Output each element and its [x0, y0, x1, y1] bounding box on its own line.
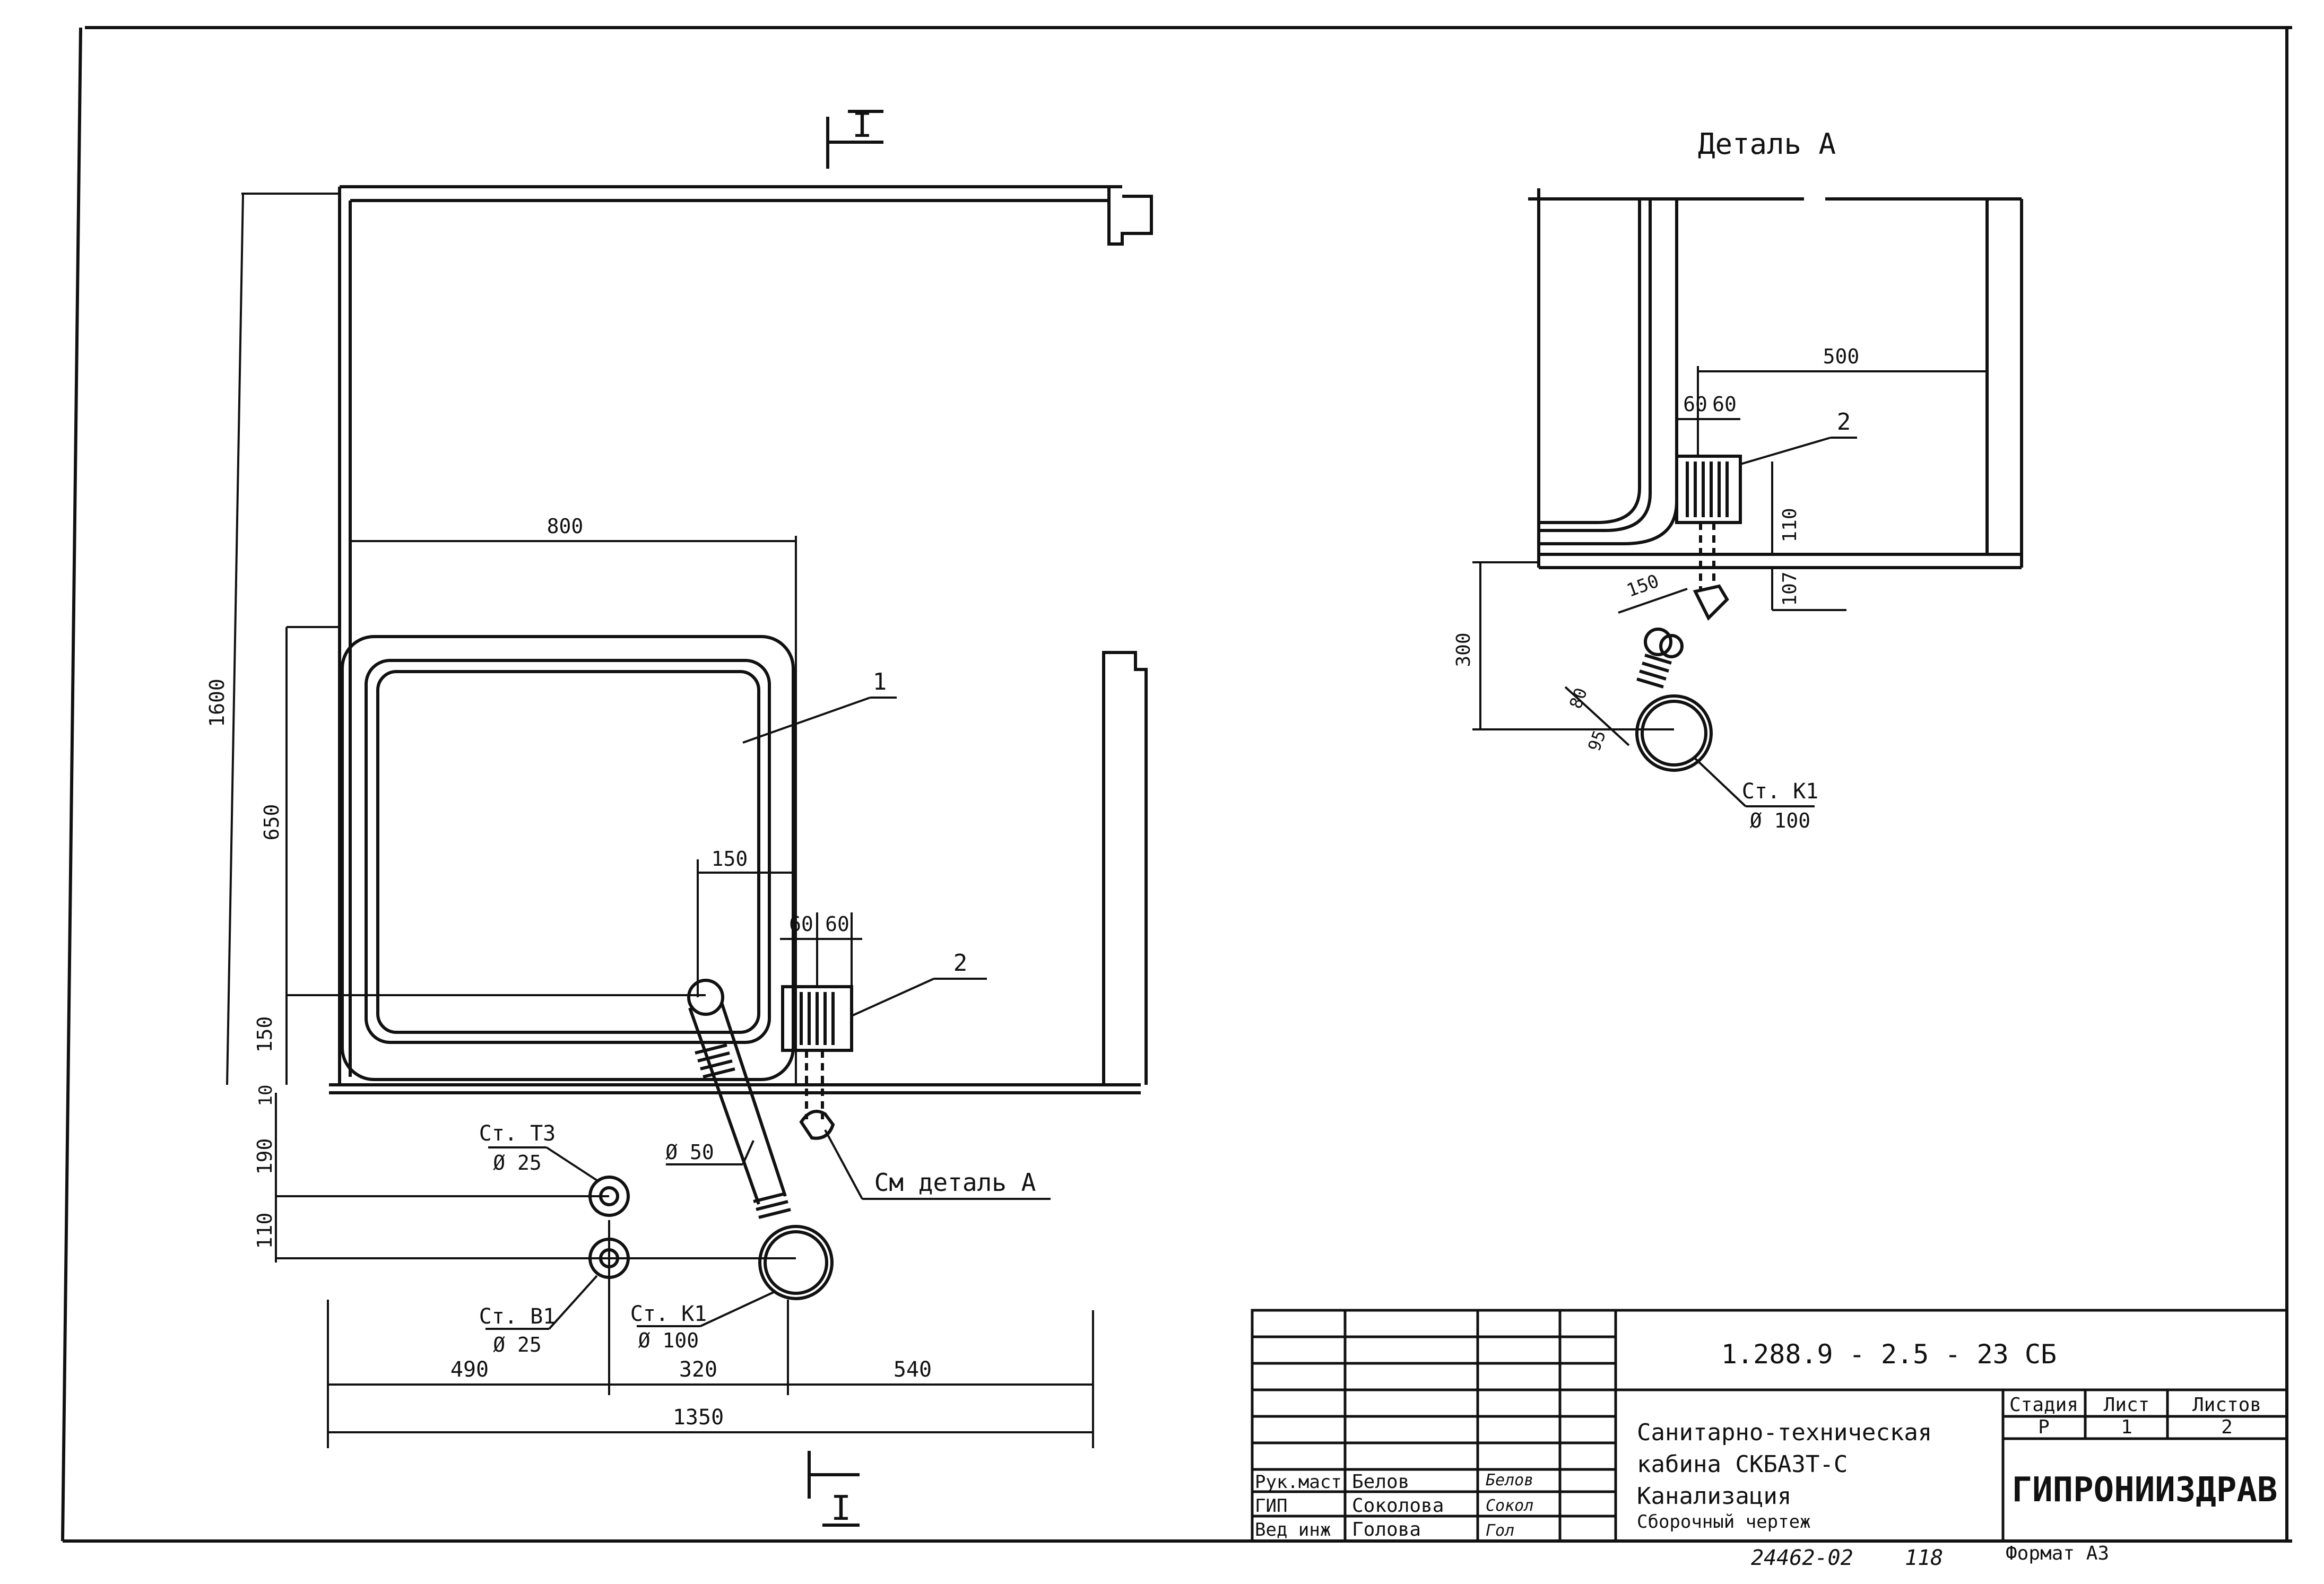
- title-block-grid: [1251, 1309, 2288, 1543]
- detail-dim-500: 500: [1823, 345, 1860, 368]
- riser-t3-name: Ст. Т3: [479, 1121, 556, 1146]
- dim-60-a: 60: [789, 912, 813, 936]
- dim-60-b: 60: [825, 912, 849, 936]
- section-marker-top: [826, 110, 883, 169]
- sheet-value: 1: [2121, 1416, 2132, 1438]
- sheets-header: Листов: [2192, 1394, 2261, 1416]
- callout-1: 1: [873, 668, 887, 695]
- organization-name: ГИПРОНИИЗДРАВ: [2012, 1470, 2278, 1510]
- stage-header: Стадия: [2009, 1394, 2078, 1416]
- stage-value: Р: [2038, 1416, 2050, 1438]
- detail-ref-leader: [824, 1129, 1051, 1200]
- riser-k1-label: Ст. К1 Ø 100: [630, 1291, 775, 1352]
- cabin-walls: [329, 185, 1153, 1094]
- shower-tray: [341, 635, 795, 1081]
- dim-10: 10: [255, 1085, 276, 1107]
- detail-drain: [1635, 455, 1742, 772]
- section-marker-bottom: [808, 1451, 860, 1527]
- title-line-1: Санитарно-техническая: [1637, 1419, 1932, 1446]
- riser-t3-size: Ø 25: [493, 1151, 542, 1174]
- dim-540: 540: [894, 1357, 932, 1382]
- pipe-50: [687, 979, 791, 1219]
- doc-code: 1.288.9 - 2.5 - 23 СБ: [1721, 1339, 2057, 1370]
- dim-1600: 1600: [205, 678, 229, 727]
- sheet-frame: [61, 26, 2292, 1543]
- detail-riser-size: Ø 100: [1750, 809, 1810, 832]
- detail-riser-name: Ст. К1: [1742, 779, 1819, 804]
- detail-dim-300: 300: [1453, 632, 1475, 667]
- detail-dim-60-b: 60: [1712, 393, 1737, 416]
- riser-t3-label: Ст. Т3 Ø 25: [479, 1121, 598, 1181]
- dim-1350: 1350: [673, 1405, 724, 1430]
- plan-dimension-lines: [226, 193, 1094, 1448]
- title-line-3: Канализация: [1637, 1483, 1791, 1510]
- dim-190: 190: [253, 1138, 276, 1175]
- dim-490: 490: [450, 1357, 489, 1382]
- section-label-bottom: I: [831, 1489, 852, 1528]
- dim-150-horiz: 150: [712, 847, 748, 871]
- staff-role-3: Вед инж: [1255, 1519, 1331, 1541]
- dim-800: 800: [547, 515, 584, 538]
- detail-dim-110: 110: [1779, 508, 1801, 542]
- section-label-top: I: [852, 106, 873, 145]
- staff-name-2: Соколова: [1352, 1495, 1444, 1517]
- format-label: Формат А3: [2006, 1543, 2109, 1564]
- dim-650: 650: [260, 804, 283, 841]
- staff-sign-3: Гол: [1486, 1521, 1514, 1540]
- staff-role-2: ГИП: [1255, 1495, 1287, 1517]
- dim-320: 320: [679, 1357, 717, 1382]
- detail-walls: [1528, 188, 2023, 569]
- inventory-number: 24462-02: [1751, 1546, 1853, 1570]
- staff-name-1: Белов: [1352, 1471, 1409, 1493]
- riser-b1-label: Ст. В1 Ø 25: [479, 1275, 598, 1356]
- callout-leader-2: [851, 978, 987, 1017]
- detail-dim-150: 150: [1624, 570, 1662, 602]
- detail-dimension-lines: [1472, 366, 1987, 807]
- inventory-page: 118: [1905, 1546, 1943, 1570]
- title-line-4: Сборочный чертеж: [1637, 1511, 1811, 1533]
- riser-b1-size: Ø 25: [493, 1333, 542, 1356]
- staff-sign-1: Белов: [1486, 1471, 1533, 1490]
- dim-150-vert: 150: [253, 1016, 276, 1053]
- detail-callout-2: 2: [1837, 408, 1851, 436]
- title-line-2: кабина СКБА3Т-С: [1637, 1451, 1848, 1478]
- detail-dim-60-a: 60: [1683, 393, 1707, 416]
- riser-b1-name: Ст. В1: [479, 1304, 556, 1329]
- pipe-50-leader: [666, 1140, 755, 1165]
- riser-k1-name: Ст. К1: [630, 1302, 707, 1326]
- staff-role-1: Рук.маст: [1255, 1472, 1342, 1493]
- detail-dim-107: 107: [1779, 571, 1801, 606]
- detail-ref-label: См деталь А: [874, 1168, 1036, 1197]
- riser-k1-size: Ø 100: [638, 1329, 699, 1352]
- floor-drain: [781, 985, 853, 1140]
- pipe-50-label: Ø 50: [665, 1141, 714, 1164]
- riser-k1: [758, 1225, 834, 1300]
- sheet-header: Лист: [2104, 1394, 2150, 1416]
- staff-sign-2: Сокол: [1486, 1496, 1533, 1515]
- staff-name-3: Голова: [1352, 1519, 1421, 1541]
- sheets-value: 2: [2221, 1416, 2233, 1438]
- callout-leader-1: [742, 697, 897, 744]
- detail-dim-95: 95: [1584, 728, 1610, 754]
- callout-2: 2: [953, 950, 968, 977]
- detail-title: Деталь А: [1698, 127, 1836, 161]
- dim-110: 110: [253, 1213, 276, 1249]
